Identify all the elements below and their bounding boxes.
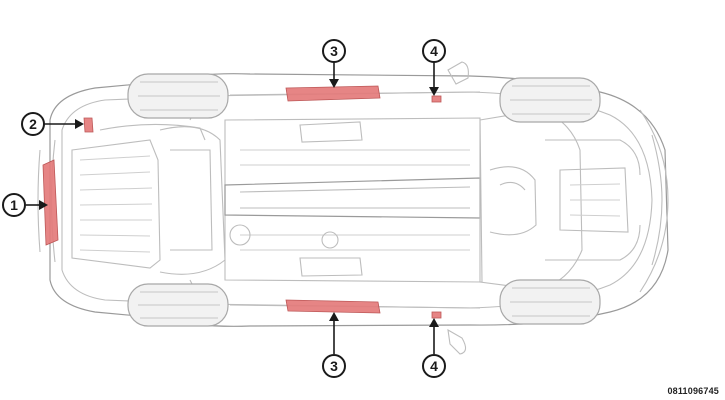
front-left-tire: [499, 77, 601, 123]
rear-suspension: [159, 99, 226, 301]
callout-4-top: 4: [422, 39, 446, 96]
callout-4-bottom-label: 4: [430, 358, 438, 374]
trunk-floor: [71, 123, 206, 269]
front-right-tire: [499, 279, 601, 325]
highlight-location-1: [42, 159, 59, 246]
callout-3-top-label: 3: [330, 43, 338, 59]
floor-pan: [224, 91, 483, 309]
rear-right-tire: [127, 283, 229, 327]
highlight-location-3-top: [285, 85, 381, 102]
figure-id: 0811096745: [667, 386, 719, 396]
highlight-location-3-bottom: [285, 299, 381, 314]
callout-4-bottom: 4: [422, 318, 446, 378]
highlighted-components: [42, 85, 442, 319]
callout-2: 2: [21, 112, 84, 136]
callout-1-label: 1: [10, 197, 18, 213]
callout-3-bottom-label: 3: [330, 358, 338, 374]
callout-4-top-label: 4: [430, 43, 438, 59]
front-subframe: [479, 109, 641, 291]
rear-left-tire: [127, 73, 229, 119]
callout-2-label: 2: [29, 116, 37, 132]
callout-3-bottom: 3: [322, 312, 346, 378]
callout-1: 1: [2, 193, 48, 217]
highlight-location-4-bottom: [431, 311, 442, 319]
highlight-location-2: [83, 117, 94, 133]
highlight-location-4-top: [431, 95, 442, 103]
callout-3-top: 3: [322, 39, 346, 88]
